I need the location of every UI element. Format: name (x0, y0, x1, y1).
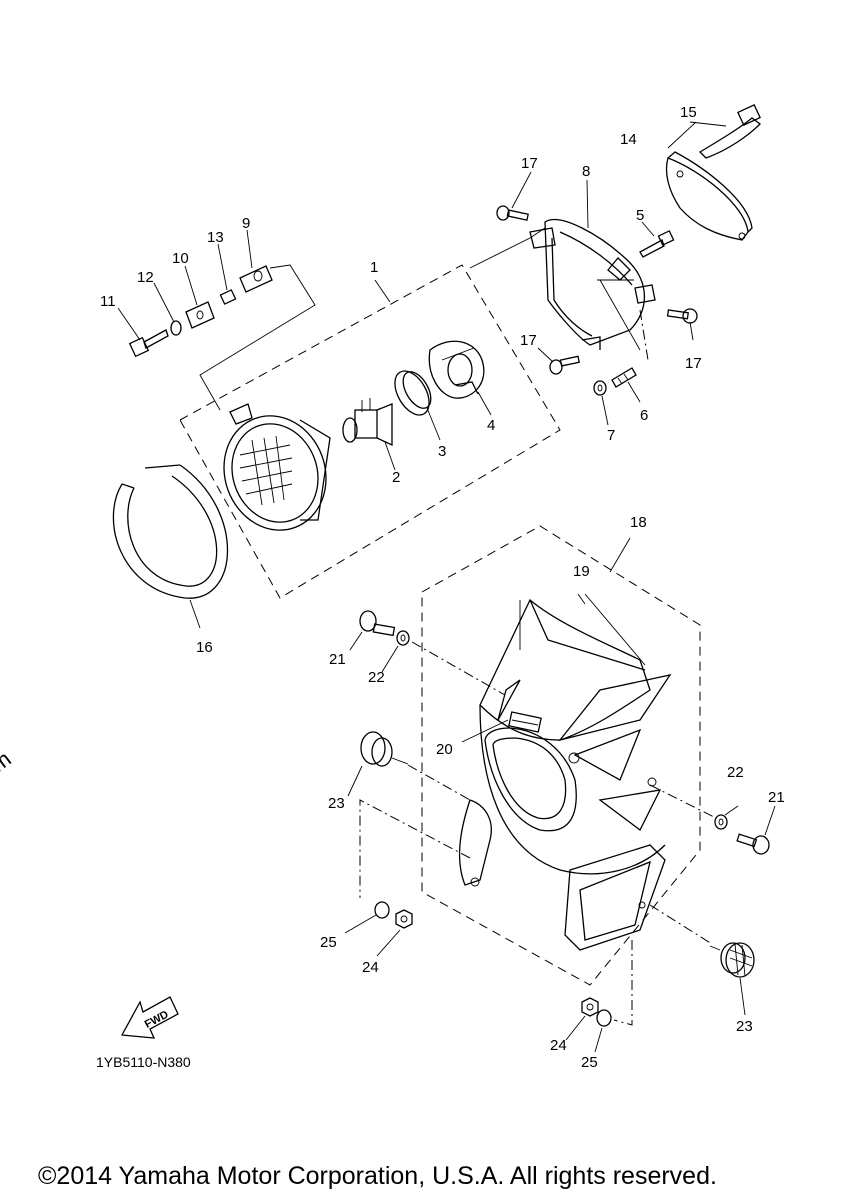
bolt-21-left (359, 610, 396, 637)
callout-25-right: 25 (581, 1054, 598, 1071)
callout-21-right: 21 (768, 789, 785, 806)
cover-plate (665, 151, 753, 241)
drawing-code: 1YB5110-N380 (96, 1054, 191, 1070)
callout-24-right: 24 (550, 1037, 567, 1054)
callout-9: 9 (242, 215, 250, 232)
bolt-17-middle (549, 355, 581, 375)
callout-25-left: 25 (320, 934, 337, 951)
callout-17-middle: 17 (520, 332, 537, 349)
callout-11: 11 (100, 293, 116, 310)
cable-tie (698, 103, 761, 159)
damper-9 (239, 265, 273, 293)
trim-ring (112, 464, 229, 599)
bolt-21-right (736, 833, 770, 855)
nut-24-left (395, 909, 413, 929)
washer-25-right (596, 1009, 612, 1027)
nut-24-right (581, 997, 599, 1017)
callout-21-left: 21 (329, 651, 346, 668)
callout-8: 8 (582, 163, 590, 180)
screw-6 (611, 367, 637, 388)
headlight-bulb (342, 398, 393, 447)
callout-22-right: 22 (727, 764, 744, 781)
callout-24-left: 24 (362, 959, 379, 976)
callout-5: 5 (636, 207, 644, 224)
collar-13 (219, 289, 237, 305)
callout-23-left: 23 (328, 795, 345, 812)
bolt-11 (128, 329, 169, 358)
headlight-unit-boundary (179, 264, 561, 599)
callout-16: 16 (196, 639, 213, 656)
front-visor (479, 598, 672, 875)
bulb-cover (428, 340, 485, 399)
washer-22-left (396, 630, 410, 646)
bulb-socket-ring (394, 370, 432, 416)
copyright-notice: ©2014 Yamaha Motor Corporation, U.S.A. A… (38, 1162, 717, 1190)
callout-6: 6 (640, 407, 648, 424)
callout-23-right: 23 (736, 1018, 753, 1035)
callout-14: 14 (620, 131, 637, 148)
callout-7: 7 (607, 427, 615, 444)
callout-labels: 1 2 3 4 5 6 7 8 9 10 11 12 13 14 15 16 1… (100, 104, 785, 1071)
callout-17-top: 17 (521, 155, 538, 172)
headlight-bracket (529, 219, 656, 361)
callout-1: 1 (370, 259, 378, 276)
bolt-5 (639, 230, 675, 258)
callout-18: 18 (630, 514, 647, 531)
washer-7 (593, 380, 607, 396)
callout-13: 13 (207, 229, 224, 246)
callout-12: 12 (137, 269, 154, 286)
callout-2: 2 (392, 469, 400, 486)
bolt-17-top (496, 205, 529, 221)
leader-lines-lower (344, 593, 776, 1053)
visor-assembly-boundary (421, 525, 701, 986)
grommet-23-right (709, 942, 755, 978)
callout-4: 4 (487, 417, 495, 434)
callout-10: 10 (172, 250, 189, 267)
side-cowl (458, 799, 666, 951)
fwd-arrow-icon: FWD (120, 996, 179, 1039)
callout-17-right: 17 (685, 355, 702, 372)
callout-15: 15 (680, 104, 697, 121)
headlight-lens (223, 403, 331, 531)
washer-22-right (714, 814, 728, 830)
washer-12 (170, 320, 182, 336)
leader-lines-upper (117, 121, 727, 629)
washer-25-left (374, 901, 390, 919)
callout-20: 20 (436, 741, 453, 758)
callout-22-left: 22 (368, 669, 385, 686)
callout-3: 3 (438, 443, 446, 460)
fwd-label: FWD (143, 1008, 171, 1030)
bolt-17-right (666, 308, 698, 324)
grommet-23-left (360, 731, 409, 767)
spacer-10 (185, 301, 215, 329)
callout-19: 19 (573, 563, 590, 580)
